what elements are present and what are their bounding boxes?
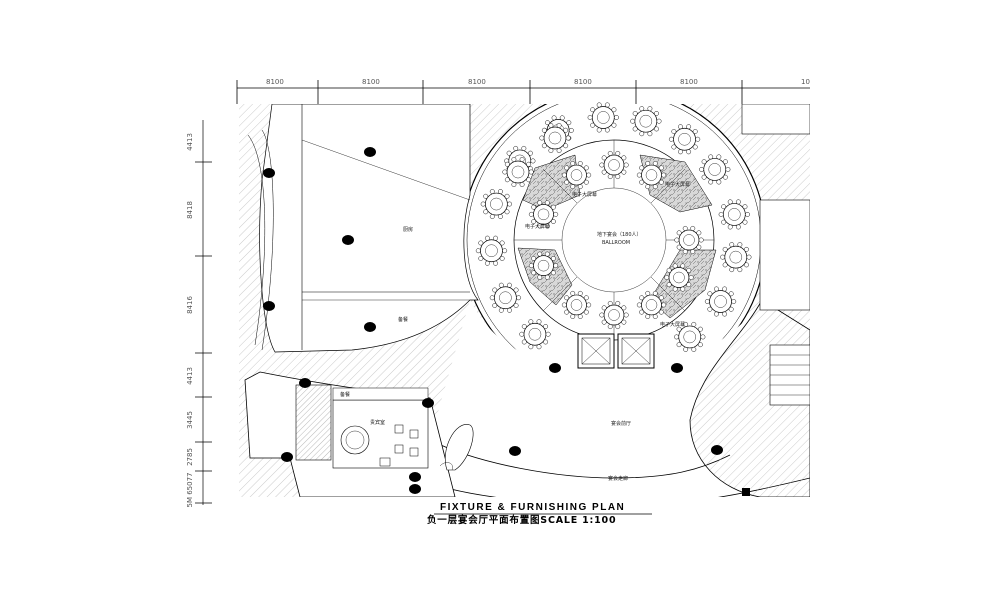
column — [711, 445, 723, 455]
label-banquet-center-en: BALLROOM — [602, 240, 630, 246]
upper-left-rooms — [259, 104, 479, 353]
dim-top-3: 8100 — [468, 78, 486, 86]
dim-top-4: 8100 — [574, 78, 592, 86]
dim-top-2: 8100 — [362, 78, 380, 86]
round-table — [699, 154, 731, 185]
label-room-mid-left: 备餐 — [398, 316, 408, 323]
dim-top-5: 8100 — [680, 78, 698, 86]
column — [549, 363, 561, 373]
dim-left-5: 3445 — [186, 411, 194, 429]
round-table — [636, 161, 667, 190]
round-table — [720, 242, 752, 273]
round-table — [704, 286, 737, 317]
left-dimension-chain: 4413 8418 8416 4413 3445 2785 5M 65077 — [186, 120, 212, 508]
round-table — [587, 102, 619, 133]
label-vip-room: 贵宾室 — [370, 419, 385, 426]
round-table — [561, 290, 592, 319]
label-panel-1: 电子大屏幕 — [572, 191, 597, 198]
round-table — [668, 124, 701, 155]
column — [263, 301, 275, 311]
round-table — [480, 189, 512, 220]
drawing-subtitle: 负一层宴会厅平面布置图SCALE 1:100 — [427, 514, 616, 526]
round-table — [561, 161, 592, 190]
label-room-upper-left: 厨房 — [403, 226, 413, 233]
round-table — [539, 123, 571, 153]
label-vip-toilet: 备餐 — [340, 391, 350, 398]
round-table — [475, 235, 508, 266]
round-table — [528, 200, 559, 229]
round-table — [599, 300, 629, 330]
column — [422, 398, 434, 408]
label-pre-function: 宴会前厅 — [611, 420, 631, 427]
vip-round-table — [340, 425, 370, 455]
round-table — [599, 150, 629, 180]
elevator-core — [577, 333, 655, 369]
column — [509, 446, 521, 456]
drawing-title-block: FIXTURE & FURNISHING PLAN 负一层宴会厅平面布置图SCA… — [427, 502, 652, 526]
round-table — [528, 251, 559, 280]
structural-columns — [263, 147, 723, 494]
round-table — [718, 199, 750, 230]
column — [671, 363, 683, 373]
dim-top-6: 10 — [801, 78, 810, 86]
label-banquet-center: 地下宴会（180人） — [597, 231, 642, 238]
column — [281, 452, 293, 462]
corridor-curve — [429, 439, 731, 479]
column — [409, 484, 421, 494]
column — [364, 322, 376, 332]
round-table — [630, 106, 662, 137]
dim-left-7: 5M 65077 — [186, 473, 194, 508]
label-panel-4: 电子大屏幕 — [660, 321, 685, 328]
round-table — [674, 321, 706, 352]
column — [364, 147, 376, 157]
drawing-title: FIXTURE & FURNISHING PLAN — [440, 502, 625, 513]
label-panel-2: 电子大屏幕 — [665, 181, 690, 188]
dim-top-1: 8100 — [266, 78, 284, 86]
dim-left-4: 4413 — [186, 367, 194, 385]
column — [263, 168, 275, 178]
dim-left-6: 2785 — [186, 448, 194, 466]
round-table — [674, 225, 704, 255]
column — [409, 472, 421, 482]
round-table — [502, 157, 534, 187]
round-table — [489, 282, 522, 313]
dim-left-2: 8418 — [186, 201, 194, 219]
label-corridor: 宴会走廊 — [608, 475, 628, 482]
round-table — [519, 319, 551, 350]
column — [299, 378, 311, 388]
room-labels: 厨房 备餐 地下宴会（180人） BALLROOM 宴会前厅 宴会走廊 贵宾室 … — [340, 181, 690, 482]
round-table — [664, 263, 694, 292]
marker-square — [742, 488, 750, 496]
column — [342, 235, 354, 245]
radial-lines — [514, 140, 714, 340]
dim-left-1: 4413 — [186, 133, 194, 151]
banquet-tables — [475, 102, 752, 352]
dim-left-3: 8416 — [186, 296, 194, 314]
top-dimension-chain: 8100 8100 8100 8100 8100 10 — [236, 78, 810, 104]
label-panel-3: 电子大屏幕 — [525, 223, 550, 230]
round-table — [636, 290, 667, 319]
